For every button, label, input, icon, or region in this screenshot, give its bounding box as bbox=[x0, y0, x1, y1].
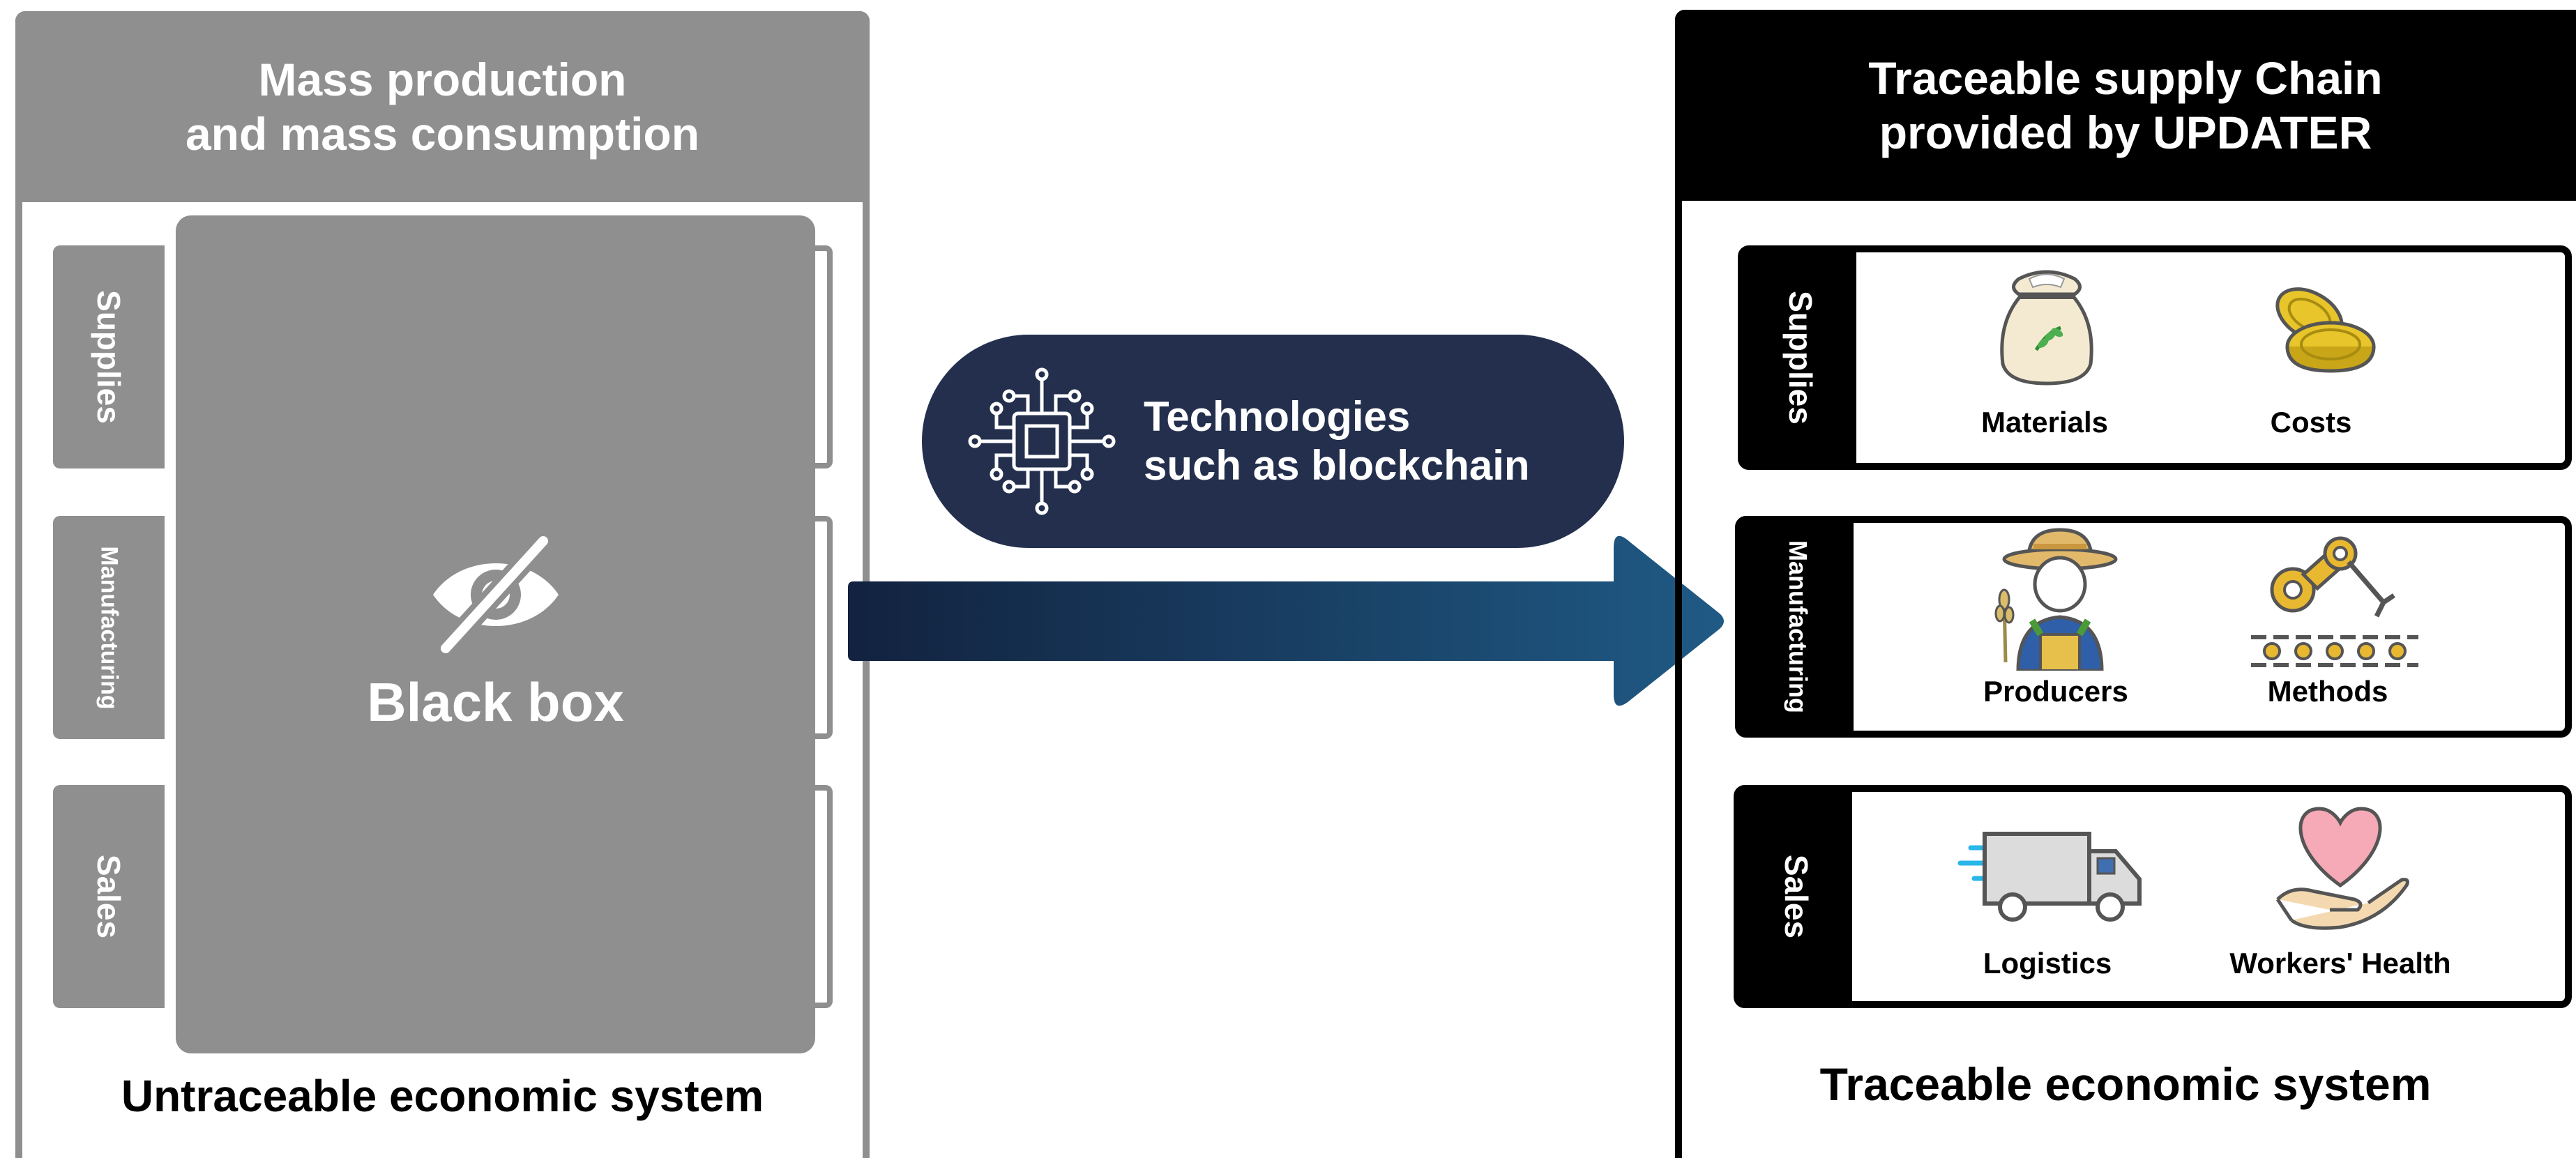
left-row-supplies: Supplies bbox=[53, 245, 179, 468]
left-row-sales-label: Sales bbox=[91, 854, 127, 939]
black-box-label: Black box bbox=[367, 671, 624, 733]
tech-label-line2: such as blockchain bbox=[1144, 442, 1530, 489]
tech-label-line1: Technologies bbox=[1144, 393, 1411, 440]
left-header-line2: and mass consumption bbox=[185, 108, 700, 160]
right-row-supplies-label: Supplies bbox=[1782, 291, 1819, 425]
sack-icon bbox=[2000, 270, 2093, 386]
left-row-supplies-label: Supplies bbox=[91, 290, 127, 424]
left-panel-header: Mass production and mass consumption bbox=[15, 11, 870, 202]
right-panel-header: Traceable supply Chain provided by UPDAT… bbox=[1675, 10, 2576, 201]
left-header-line1: Mass production bbox=[258, 54, 627, 105]
item-label-costs: Costs bbox=[2270, 406, 2352, 439]
right-panel-footer: Traceable economic system bbox=[1819, 1058, 2432, 1110]
right-header-line1: Traceable supply Chain bbox=[1868, 52, 2383, 104]
heart-hand-icon bbox=[2275, 807, 2409, 930]
item-label-logistics: Logistics bbox=[1983, 947, 2112, 980]
truck-icon bbox=[1957, 832, 2142, 922]
item-label-materials: Materials bbox=[1980, 406, 2109, 439]
robot-arm-icon bbox=[2251, 536, 2418, 667]
right-row-sales: Sales Logistics Workers' Health bbox=[1734, 785, 2572, 1008]
transition-arrow bbox=[848, 535, 1724, 706]
left-row-sales: Sales bbox=[53, 785, 179, 1008]
left-row-manufacturing: Manufacturing bbox=[53, 516, 179, 739]
technology-pill: Technologies such as blockchain bbox=[922, 335, 1624, 548]
black-box: Black box bbox=[176, 215, 815, 1053]
coins-icon bbox=[2275, 287, 2376, 373]
item-label-methods: Methods bbox=[2267, 675, 2388, 708]
chip-icon bbox=[968, 367, 1116, 515]
right-header-line2: provided by UPDATER bbox=[1879, 107, 2372, 158]
right-row-supplies: Supplies Materials Costs bbox=[1738, 245, 2572, 470]
right-row-manufacturing: Manufacturing Producers Methods bbox=[1735, 516, 2572, 738]
farmer-icon bbox=[1994, 528, 2118, 671]
left-panel-footer: Untraceable economic system bbox=[121, 1071, 764, 1121]
eye-slash-icon bbox=[432, 535, 559, 654]
right-row-manufacturing-label: Manufacturing bbox=[1784, 540, 1812, 713]
left-row-manufacturing-label: Manufacturing bbox=[96, 545, 123, 710]
item-label-producers: Producers bbox=[1983, 675, 2128, 708]
item-label-workers-health: Workers' Health bbox=[2229, 947, 2451, 980]
right-row-sales-label: Sales bbox=[1778, 854, 1814, 939]
